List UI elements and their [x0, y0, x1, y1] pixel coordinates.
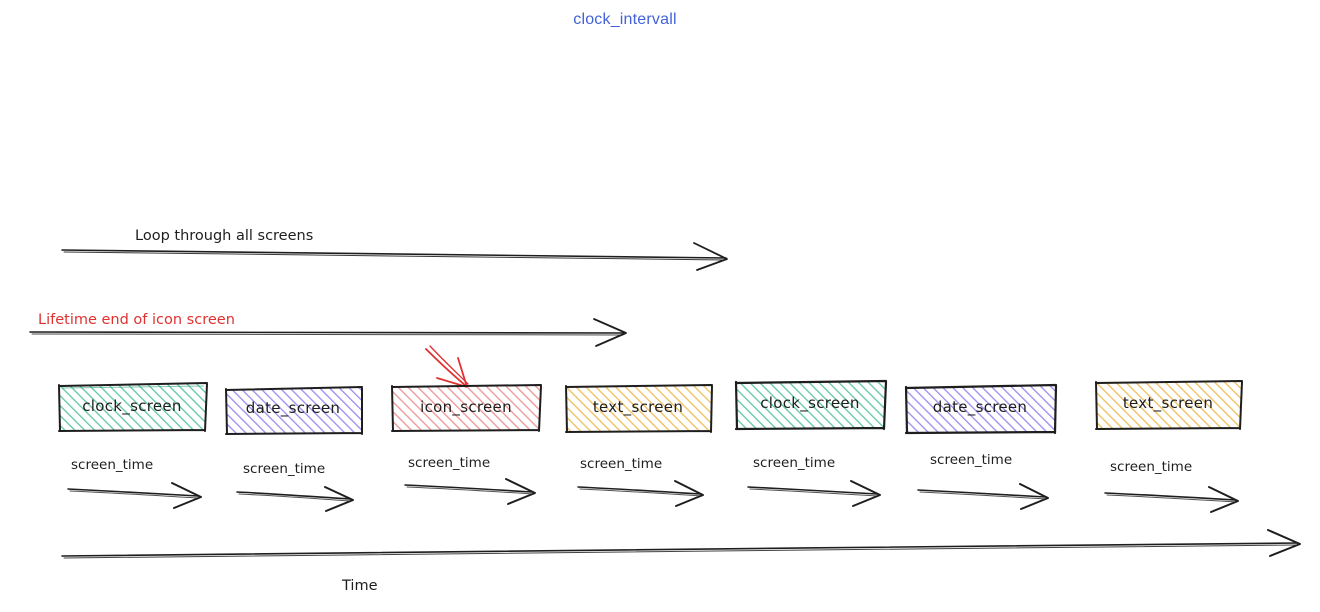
screen-time-arrow-7 — [1104, 486, 1239, 513]
screen-time-label-1: screen_time — [71, 457, 154, 473]
screen-time-label-2: screen_time — [243, 461, 326, 477]
screen-box-date-2[interactable] — [904, 383, 1058, 435]
screen-box-label-clock-2: clock_screen — [760, 394, 860, 412]
screen-time-arrow-1 — [67, 482, 202, 509]
screen-box-date-1[interactable] — [225, 386, 363, 435]
screen-box-clock-1[interactable] — [58, 382, 208, 432]
loop-arrow — [61, 242, 728, 271]
screen-time-label-6: screen_time — [930, 452, 1013, 468]
screen-box-icon-1[interactable] — [391, 384, 542, 432]
screen-box-label-clock-1: clock_screen — [82, 397, 182, 415]
icon-screen-pointer-arrow — [425, 345, 469, 388]
screen-box-text-1[interactable] — [565, 384, 713, 433]
screen-box-label-date-2: date_screen — [932, 398, 1028, 416]
screen-time-arrow-6 — [917, 483, 1049, 510]
screen-time-arrow-5 — [747, 480, 881, 507]
screen-box-label-text-1: text_screen — [592, 398, 684, 416]
screen-box-label-icon-1: icon_screen — [420, 398, 512, 416]
screen-time-label-4: screen_time — [580, 456, 663, 472]
screen-time-label-5: screen_time — [753, 455, 836, 471]
loop-arrow-label: Loop through all screens — [135, 228, 314, 244]
time-axis-label: Time — [342, 578, 378, 594]
screen-box-clock-2[interactable] — [734, 379, 888, 431]
lifetime-arrow-label: Lifetime end of icon screen — [38, 312, 235, 328]
page-title: clock_intervall — [573, 11, 677, 28]
screen-time-arrow-3 — [404, 478, 536, 505]
screen-boxes — [58, 379, 1243, 435]
screen-time-arrow-2 — [236, 486, 354, 512]
screen-time-arrow-4 — [577, 480, 704, 507]
screen-time-arrows — [67, 478, 1239, 513]
screen-time-label-3: screen_time — [408, 455, 491, 471]
time-axis-arrow — [61, 529, 1301, 559]
screen-box-label-date-1: date_screen — [245, 399, 341, 417]
screen-time-label-7: screen_time — [1110, 459, 1193, 475]
screen-box-label-text-2: text_screen — [1122, 394, 1214, 412]
screen-box-text-2[interactable] — [1095, 380, 1243, 430]
